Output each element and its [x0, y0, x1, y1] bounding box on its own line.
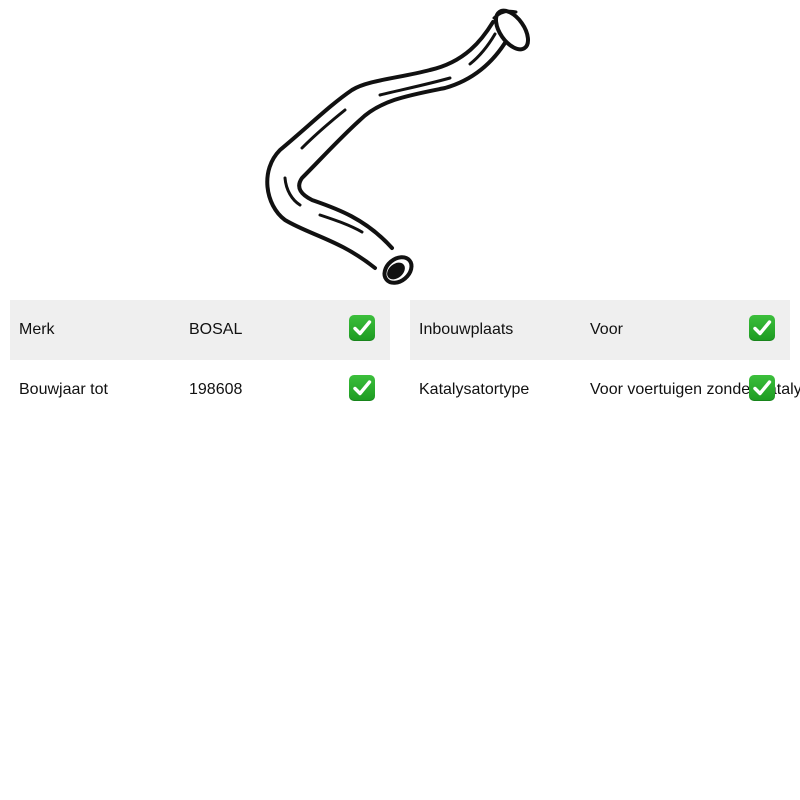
spec-value: BOSAL	[189, 321, 243, 338]
spec-label: Inbouwplaats	[419, 321, 514, 338]
spec-value: Voor voertuigen zonder katalysator	[590, 381, 800, 398]
spec-value: Voor	[590, 321, 623, 338]
spec-table-right: Inbouwplaats Voor Katalysatortype Voor v…	[410, 300, 800, 420]
spec-row-bouwjaar-tot: Bouwjaar tot 198608	[10, 360, 390, 420]
check-icon	[349, 375, 375, 401]
spec-label: Bouwjaar tot	[19, 381, 108, 398]
spec-row-inbouwplaats: Inbouwplaats Voor	[410, 300, 790, 360]
check-icon	[749, 375, 775, 401]
check-icon	[349, 315, 375, 341]
spec-row-katalysatortype: Katalysatortype Voor voertuigen zonder k…	[410, 360, 800, 420]
spec-label: Merk	[19, 321, 55, 338]
spec-label: Katalysatortype	[419, 381, 530, 398]
check-icon	[749, 315, 775, 341]
spec-value: 198608	[189, 381, 243, 398]
spec-row-merk: Merk BOSAL	[10, 300, 390, 360]
exhaust-pipe-icon	[265, 8, 530, 285]
spec-table-left: Merk BOSAL Bouwjaar tot 198608	[10, 300, 390, 420]
product-image	[250, 0, 550, 295]
